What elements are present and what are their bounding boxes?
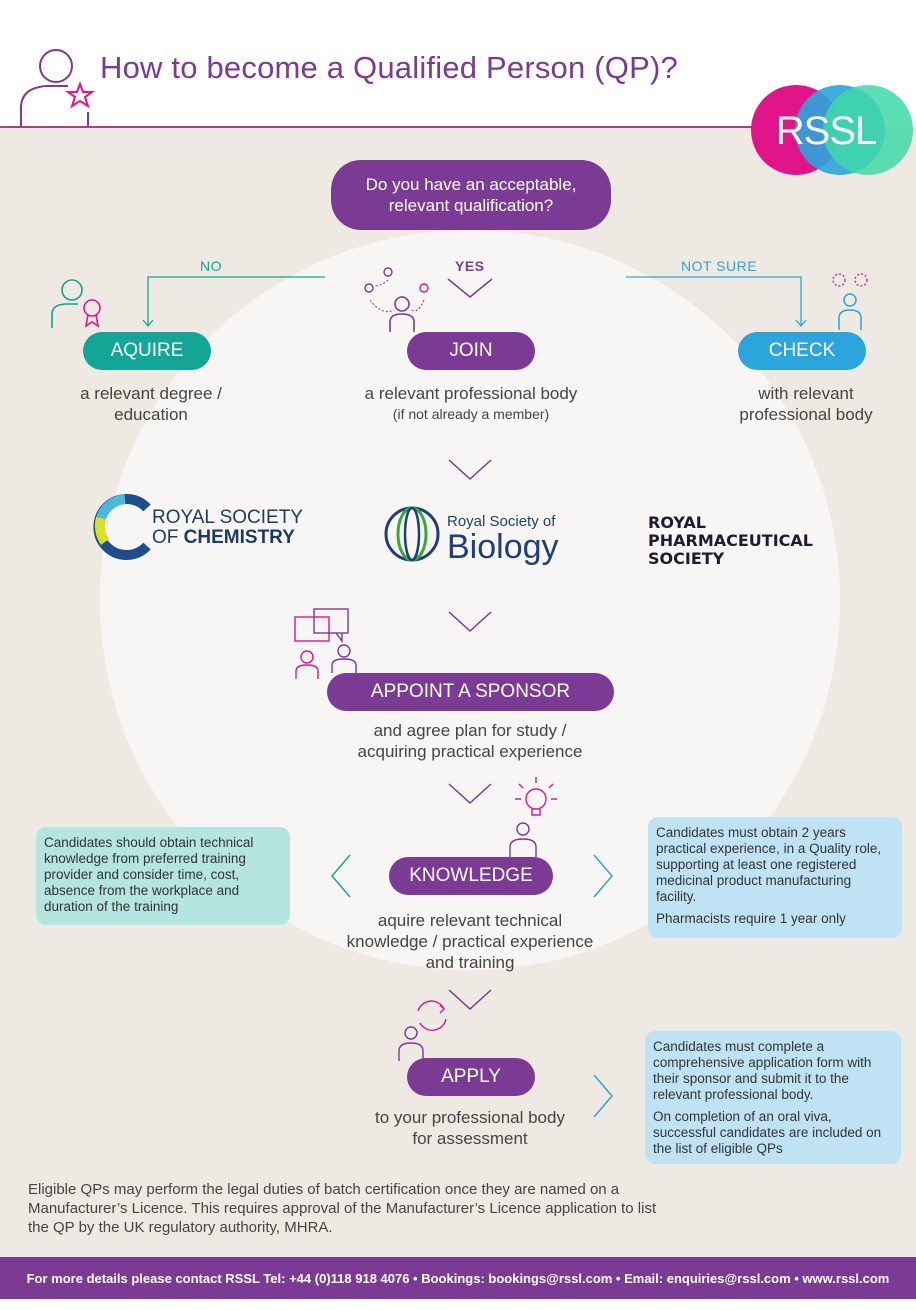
aquire-desc-line-2: education — [114, 405, 188, 424]
check-desc-line-2: professional body — [739, 405, 873, 424]
rsb-line-2: Biology — [447, 528, 559, 566]
check-description: with relevant professional body — [706, 383, 906, 425]
chevron-down-icon — [448, 459, 492, 481]
person-lightbulb-icon — [509, 777, 557, 857]
rsc-line-1: ROYAL SOCIETY — [152, 507, 303, 528]
rsc-line-2a: OF — [152, 527, 184, 548]
apply-box: APPLY — [407, 1058, 535, 1096]
rsc-line-2b: CHEMISTRY — [183, 527, 295, 548]
eligible-qps-text: Eligible QPs may perform the legal dutie… — [28, 1181, 657, 1236]
apply-desc-line-2: for assessment — [412, 1129, 528, 1148]
person-cycle-icon — [398, 1000, 447, 1061]
question-box: Do you have an acceptable, relevant qual… — [331, 160, 611, 230]
knowledge-box: KNOWLEDGE — [389, 857, 553, 895]
rsc-logo-mark — [93, 494, 151, 560]
rssl-logo: RSSL — [751, 85, 913, 175]
network-people-icon — [364, 267, 429, 332]
flow-chevrons — [331, 459, 613, 1118]
knowledge-right-note-p2: Pharmacists require 1 year only — [656, 911, 846, 926]
apply-note: Candidates must complete a comprehensive… — [645, 1031, 901, 1164]
rps-line-3: SOCIETY — [648, 549, 725, 568]
chevron-down-icon — [448, 783, 492, 805]
check-box: CHECK — [738, 332, 866, 370]
branch-label-yes: YES — [455, 258, 485, 274]
sponsor-description: and agree plan for study / acquiring pra… — [320, 720, 620, 762]
rps-logo: ROYAL PHARMACEUTICAL SOCIETY — [648, 514, 813, 568]
rsb-logo-text: Royal Society of Biology — [447, 513, 559, 564]
people-check-icon — [832, 273, 868, 330]
branch-connectors — [142, 276, 807, 328]
aquire-description: a relevant degree / education — [40, 383, 262, 425]
knowledge-desc-line-2: knowledge / practical experience — [346, 932, 594, 951]
join-description: a relevant professional body (if not alr… — [330, 383, 612, 425]
knowledge-desc-line-3: and training — [425, 953, 515, 972]
chevron-right-icon — [593, 1074, 613, 1118]
chevron-down-icon — [448, 611, 492, 633]
apply-description: to your professional body for assessment — [340, 1107, 600, 1149]
question-line-1: Do you have an acceptable, — [365, 175, 577, 194]
aquire-desc-line-1: a relevant degree / — [80, 384, 222, 403]
branch-label-not-sure: NOT SURE — [681, 258, 758, 274]
chevron-left-icon — [331, 854, 351, 898]
sponsor-desc-line-2: acquiring practical experience — [357, 742, 583, 761]
join-desc-line-2: (if not already a member) — [392, 406, 550, 422]
knowledge-left-note-text: Candidates should obtain technical knowl… — [44, 835, 254, 914]
rssl-logo-text: RSSL — [776, 109, 877, 153]
apply-note-p2: On completion of an oral viva, successfu… — [653, 1109, 882, 1156]
chevron-down-icon — [448, 989, 492, 1011]
sponsor-desc-line-1: and agree plan for study / — [373, 721, 567, 740]
join-desc-line-1: a relevant professional body — [364, 384, 578, 403]
rsb-line-1: Royal Society of — [447, 513, 556, 530]
contact-footer: For more details please contact RSSL Tel… — [0, 1257, 916, 1299]
title-underline — [0, 126, 760, 128]
knowledge-left-note: Candidates should obtain technical knowl… — [36, 827, 290, 925]
chevron-right-icon — [593, 854, 613, 898]
knowledge-description: aquire relevant technical knowledge / pr… — [320, 910, 620, 973]
person-star-icon — [20, 49, 96, 126]
rsb-logo-mark — [384, 506, 440, 562]
check-desc-line-1: with relevant — [758, 384, 854, 403]
rps-line-1: ROYAL — [648, 513, 706, 532]
apply-note-p1: Candidates must complete a comprehensive… — [653, 1039, 872, 1102]
page-title: How to become a Qualified Person (QP)? — [100, 50, 678, 85]
knowledge-right-note: Candidates must obtain 2 years practical… — [648, 817, 902, 938]
join-box: JOIN — [407, 332, 535, 370]
rsc-logo-text: ROYAL SOCIETY OF CHEMISTRY — [152, 508, 303, 548]
apply-desc-line-1: to your professional body — [375, 1108, 565, 1127]
aquire-box: AQUIRE — [83, 332, 211, 370]
branch-label-no: NO — [200, 258, 222, 274]
question-line-2: relevant qualification? — [388, 196, 554, 215]
rps-line-2: PHARMACEUTICAL — [648, 531, 813, 550]
knowledge-right-note-p1: Candidates must obtain 2 years practical… — [656, 825, 882, 904]
person-award-icon — [51, 279, 101, 328]
appoint-sponsor-box: APPOINT A SPONSOR — [327, 673, 614, 711]
knowledge-desc-line-1: aquire relevant technical — [377, 911, 563, 930]
discussion-people-icon — [294, 608, 357, 679]
